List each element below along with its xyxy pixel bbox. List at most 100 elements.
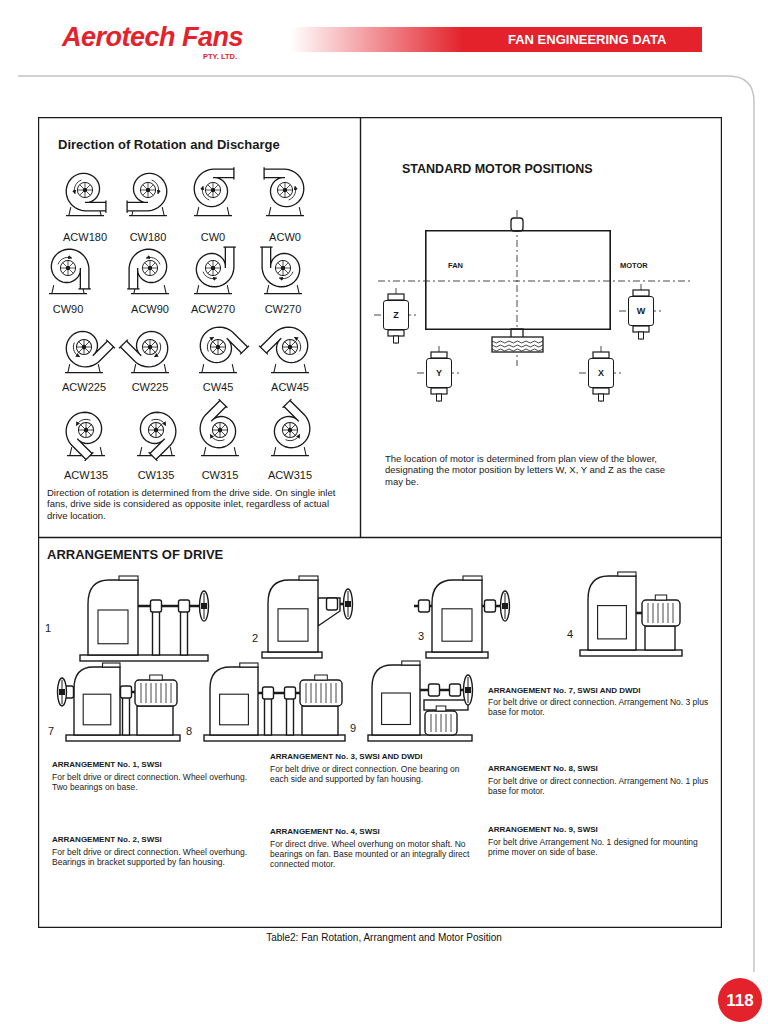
arrangement-heading: ARRANGEMENT No. 1, SWSI [52, 760, 262, 770]
base-line [199, 372, 237, 373]
motor-shaft [599, 394, 604, 401]
wheel-blade [285, 192, 286, 197]
fan-rotation-icon [263, 399, 319, 456]
rotation-arrow [150, 343, 165, 358]
arrangement-heading: ARRANGEMENT No. 4, SWSI [270, 827, 480, 837]
wheel-blade [81, 339, 86, 344]
wheel-blade [222, 425, 226, 429]
motor-fin [336, 683, 337, 703]
wheel-blade [153, 422, 158, 427]
housing-inlet [83, 694, 111, 725]
node-heading: Y [436, 369, 442, 378]
node-heading: Direction of Rotation and Discharge [58, 137, 280, 153]
base-leg [297, 285, 299, 294]
wheel-blade [222, 427, 227, 432]
wheel-blade [152, 342, 156, 346]
arrangement-description: For direct drive. Wheel overhung on moto… [270, 839, 475, 870]
wheel-blade [153, 432, 158, 437]
arrangement-description: For belt drive or direct connection. Whe… [52, 772, 257, 792]
wheel-blade [143, 192, 147, 196]
arrangement-number: 4 [567, 628, 573, 641]
wheel-blade [283, 260, 284, 265]
fan-wheel [205, 182, 220, 197]
node-heading: 118 [726, 992, 753, 1009]
company-suffix: PTY. LTD. [203, 52, 237, 61]
base-leg [274, 447, 276, 456]
rotation-code: CW180 [116, 231, 180, 244]
wheel-blade [86, 342, 90, 346]
shaft [138, 605, 204, 608]
base-line [271, 455, 309, 456]
fan-housing [588, 576, 636, 650]
scroll-housing [193, 319, 248, 374]
motor-end-cap [633, 326, 649, 332]
rotation-arrow [279, 272, 293, 279]
wheel-blade [287, 190, 292, 191]
motor-pedestal [645, 626, 675, 650]
wheel-blade [280, 192, 284, 196]
rotation-code: ACW270 [181, 303, 245, 316]
base-frame [580, 650, 682, 656]
page-frame-line [18, 76, 754, 972]
wheel-hub [83, 427, 90, 434]
bearing [429, 684, 440, 696]
rotation-arrow [210, 430, 225, 445]
base-frame [368, 735, 472, 741]
rotation-arrow [58, 257, 72, 264]
fan-wheel [277, 182, 292, 197]
rotation-code: ACW90 [118, 303, 182, 316]
wheel-blade [213, 260, 214, 265]
outlet-flange [105, 200, 106, 212]
pulley-hub [502, 603, 508, 609]
fan-rotation-icon [127, 249, 169, 293]
base-leg [267, 285, 269, 294]
wheel-blade [285, 263, 289, 267]
wheel-blade [212, 427, 217, 432]
wheel-blade [292, 344, 297, 349]
rotation-arrow [152, 180, 159, 194]
wheel-blade [158, 427, 163, 432]
arrangement-number: 1 [45, 622, 51, 635]
wheel-blade [208, 263, 212, 267]
base-line [201, 455, 239, 456]
wheel-hub [217, 427, 224, 434]
base-line [65, 372, 103, 373]
fan-housing [372, 665, 420, 735]
housing [57, 405, 113, 461]
pulley-hub [345, 601, 351, 607]
motor-fin [441, 714, 442, 732]
outlet-flange [126, 200, 127, 212]
wheel-blade [215, 425, 219, 429]
outlet-flange [283, 399, 292, 408]
outlet-flange [240, 663, 258, 667]
outlet-flange [103, 663, 120, 667]
wheel-blade [213, 270, 214, 275]
wheel-blade [88, 432, 92, 436]
housing [193, 318, 249, 374]
rotation-code: ACW225 [52, 381, 116, 394]
housing [259, 318, 315, 374]
pulley-groove [492, 341, 543, 343]
terminal-box [315, 675, 328, 680]
wheel-blade [145, 349, 149, 353]
wheel-blade [215, 432, 219, 436]
scroll-housing [58, 405, 113, 460]
wheel-blade [287, 422, 292, 427]
arrangement-number: 3 [418, 630, 424, 643]
rotation-arrow [202, 186, 209, 200]
fan-rotation-icon [264, 167, 304, 215]
wheel-hub [83, 188, 88, 193]
base-frame [80, 655, 208, 661]
motor-fin [316, 683, 317, 703]
motor-end-cap [431, 388, 447, 394]
terminal-box [655, 595, 666, 600]
node-heading: Z [393, 311, 399, 320]
outlet-flange [463, 576, 482, 580]
drive-arrangement-panel: ARRANGEMENTS OF DRIVE [38, 537, 722, 928]
motor-fin [161, 683, 162, 703]
wheel-blade [68, 260, 69, 265]
base-leg [98, 364, 100, 373]
motor-pedestal [302, 706, 338, 735]
wheel-blade [151, 425, 155, 429]
header-title: FAN ENGINEERING DATA [508, 32, 666, 48]
